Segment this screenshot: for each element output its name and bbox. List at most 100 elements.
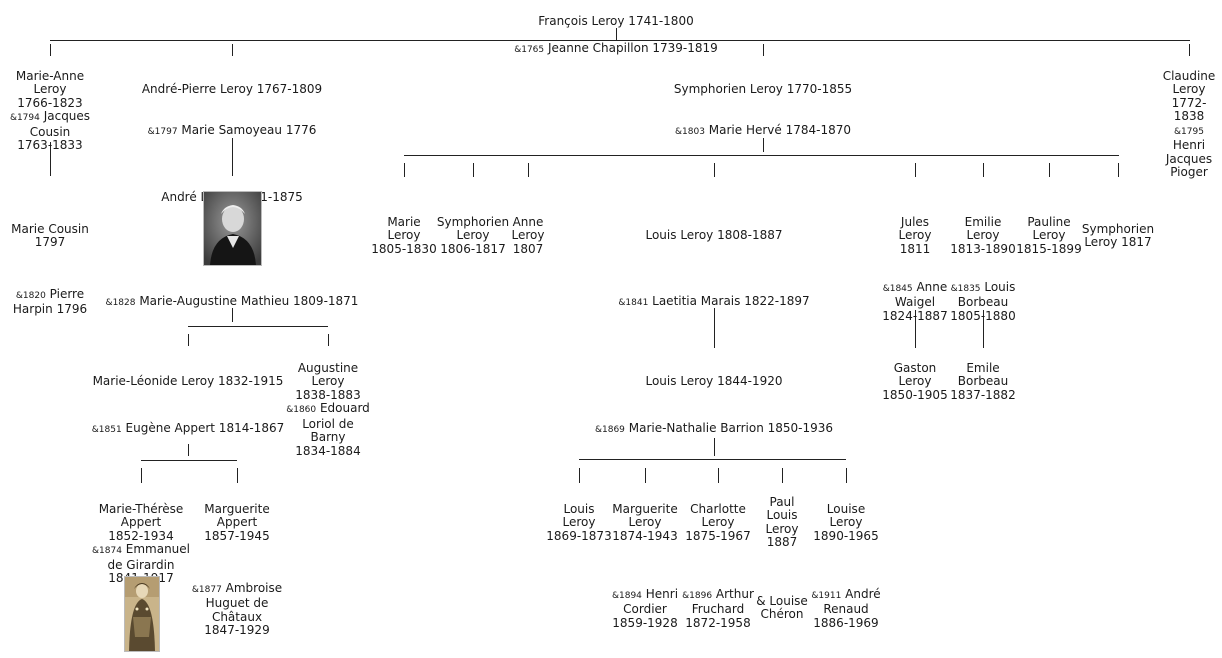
person-name: Charlotte Leroy 1875-1967 xyxy=(685,501,751,543)
person-charlotte[interactable]: Charlotte Leroy 1875-1967 xyxy=(685,489,750,543)
person-claudine[interactable]: Claudine Leroy 1772-1838&1795 Henri Jacq… xyxy=(1163,56,1216,180)
connector xyxy=(1189,44,1190,56)
connector xyxy=(141,468,142,483)
root-person[interactable]: François Leroy 1741-1800 &1765 Jeanne Ch… xyxy=(514,1,718,57)
connector xyxy=(1118,163,1119,177)
connector xyxy=(915,163,916,177)
person-marie-leonide[interactable]: Marie-Léonide Leroy 1832-1915 xyxy=(93,361,284,388)
person-name: Gaston Leroy 1850-1905 xyxy=(882,360,948,402)
person-louis-1844[interactable]: Louis Leroy 1844-1920 xyxy=(645,361,782,388)
person-pauline[interactable]: Pauline Leroy 1815-1899 xyxy=(1016,202,1081,256)
spouse-andre[interactable]: &1828 Marie-Augustine Mathieu 1809-1871 xyxy=(106,281,359,310)
spouse-emilie[interactable]: &1835 Louis Borbeau 1805-1880 xyxy=(950,267,1015,323)
spouse-paul-louis[interactable]: & Louise Chéron xyxy=(756,581,808,622)
person-name: Marie-Thérèse Appert 1852-1934 xyxy=(98,501,184,543)
person-name: Marie-Léonide Leroy 1832-1915 xyxy=(92,373,284,388)
person-name: Paul Louis Leroy 1887 xyxy=(765,494,799,549)
marriage-mark: &1894 xyxy=(611,590,642,601)
spouse-jules[interactable]: &1845 Anne Waigel 1824-1887 xyxy=(882,267,947,323)
spouse-name: André Renaud 1886-1969 xyxy=(813,586,881,630)
person-marguerite-appert[interactable]: Marguerite Appert 1857-1945 xyxy=(204,489,269,543)
person-name: Symphorien Leroy 1770-1855 xyxy=(673,81,853,96)
connector xyxy=(718,468,719,483)
marriage-mark: &1896 xyxy=(682,590,713,601)
person-name: Augustine Leroy 1838-1883 xyxy=(295,360,361,402)
spouse-marie-cousin[interactable]: &1820 Pierre Harpin 1796 xyxy=(13,274,87,317)
spouse-symphorien[interactable]: &1803 Marie Hervé 1784-1870 xyxy=(675,110,851,139)
person-name: Marie Leroy 1805-1830 xyxy=(371,214,437,256)
spouse-name: Jeanne Chapillon 1739-1819 xyxy=(547,40,718,55)
person-augustine[interactable]: Augustine Leroy 1838-1883&1860 Edouard L… xyxy=(286,348,370,458)
person-name: Pauline Leroy 1815-1899 xyxy=(1016,214,1082,256)
connector xyxy=(473,163,474,177)
spouse-marguerite-leroy[interactable]: &1894 Henri Cordier 1859-1928 xyxy=(612,574,678,630)
spouse-name: Marie-Augustine Mathieu 1809-1871 xyxy=(139,293,359,308)
root-drop-line xyxy=(616,28,617,40)
person-marie-leroy[interactable]: Marie Leroy 1805-1830 xyxy=(371,202,436,256)
person-name: Anne Leroy 1807 xyxy=(511,214,545,256)
connector xyxy=(188,334,189,346)
connector xyxy=(782,468,783,483)
person-paul-louis[interactable]: Paul Louis Leroy 1887 xyxy=(766,482,799,550)
marriage-mark: &1794 xyxy=(9,113,40,123)
person-anne-leroy[interactable]: Anne Leroy 1807 xyxy=(512,202,545,256)
marriage-mark: &1845 xyxy=(882,283,913,294)
spouse-name: Henri Cordier 1859-1928 xyxy=(612,586,679,630)
person-name: Jules Leroy 1811 xyxy=(898,214,932,256)
person-name: Louis Leroy 1808-1887 xyxy=(645,227,783,242)
person-name: Emilie Leroy 1813-1890 xyxy=(950,214,1016,256)
connector xyxy=(714,308,715,348)
marriage-mark: &1828 xyxy=(105,297,136,308)
person-andre-pierre[interactable]: André-Pierre Leroy 1767-1809 xyxy=(142,69,322,96)
marriage-mark: &1803 xyxy=(675,126,705,137)
spouse-louis-1844[interactable]: &1869 Marie-Nathalie Barrion 1850-1936 xyxy=(595,408,833,437)
spouse-name: Arthur Fruchard 1872-1958 xyxy=(685,586,754,630)
person-emilie[interactable]: Emilie Leroy 1813-1890 xyxy=(950,202,1015,256)
sibling-bar xyxy=(188,326,328,327)
portrait-photo xyxy=(203,191,262,266)
marriage-mark: &1851 xyxy=(91,424,122,435)
person-marie-cousin[interactable]: Marie Cousin 1797 xyxy=(11,209,89,250)
spouse-andre-pierre[interactable]: &1797 Marie Samoyeau 1776 xyxy=(148,110,317,139)
connector xyxy=(50,44,51,56)
marriage-mark: &1795 xyxy=(1174,126,1204,137)
person-name: Louise Leroy 1890-1965 xyxy=(813,501,879,543)
connector xyxy=(528,163,529,177)
spouse-marie-leonide[interactable]: &1851 Eugène Appert 1814-1867 xyxy=(92,408,284,437)
connector xyxy=(763,44,764,56)
spouse-name: Louis Borbeau 1805-1880 xyxy=(950,279,1016,323)
person-symphorien-1806[interactable]: Symphorien Leroy 1806-1817 xyxy=(437,202,509,256)
person-emile-borbeau[interactable]: Emile Borbeau 1837-1882 xyxy=(950,348,1015,402)
connector xyxy=(915,310,916,348)
person-jules[interactable]: Jules Leroy 1811 xyxy=(899,202,932,256)
connector xyxy=(763,138,764,152)
person-name: Marie-Anne Leroy 1766-1823 xyxy=(15,68,85,110)
person-marie-therese[interactable]: Marie-Thérèse Appert 1852-1934&1874 Emma… xyxy=(92,489,190,586)
spouse-name: Ambroise Huguet de Châtaux 1847-1929 xyxy=(204,580,283,637)
person-name: Symphorien Leroy 1806-1817 xyxy=(436,214,510,256)
person-gaston[interactable]: Gaston Leroy 1850-1905 xyxy=(882,348,947,402)
connector xyxy=(50,142,51,176)
spouse-name: Marie-Nathalie Barrion 1850-1936 xyxy=(628,420,834,435)
connector xyxy=(983,310,984,348)
spouse-name: Laetitia Marais 1822-1897 xyxy=(652,293,810,308)
spouse-louise[interactable]: &1911 André Renaud 1886-1969 xyxy=(811,574,880,630)
person-marguerite-leroy[interactable]: Marguerite Leroy 1874-1943 xyxy=(612,489,677,543)
person-louise[interactable]: Louise Leroy 1890-1965 xyxy=(813,489,878,543)
person-symphorien-1817[interactable]: Symphorien Leroy 1817 xyxy=(1082,209,1154,250)
person-marie-anne[interactable]: Marie-Anne Leroy 1766-1823&1794 Jacques … xyxy=(10,56,90,153)
person-louis-1869[interactable]: Louis Leroy 1869-1873 xyxy=(546,489,611,543)
person-name: Marie Cousin 1797 xyxy=(11,221,89,249)
spouse-louis-1808[interactable]: &1841 Laetitia Marais 1822-1897 xyxy=(618,281,809,310)
connector xyxy=(188,444,189,456)
person-louis-1808[interactable]: Louis Leroy 1808-1887 xyxy=(645,215,782,242)
connector xyxy=(232,308,233,322)
person-name: Emile Borbeau 1837-1882 xyxy=(950,360,1016,402)
person-name: Symphorien Leroy 1817 xyxy=(1081,221,1155,249)
spouse-marguerite-appert[interactable]: &1877 Ambroise Huguet de Châtaux 1847-19… xyxy=(192,568,282,638)
root-sibling-bar xyxy=(50,40,1190,41)
spouse-name: Marie Hervé 1784-1870 xyxy=(708,122,851,137)
spouse-charlotte[interactable]: &1896 Arthur Fruchard 1872-1958 xyxy=(682,574,754,630)
person-symphorien[interactable]: Symphorien Leroy 1770-1855 xyxy=(674,69,852,96)
spouse-name: Edouard Loriol de Barny 1834-1884 xyxy=(295,401,370,458)
